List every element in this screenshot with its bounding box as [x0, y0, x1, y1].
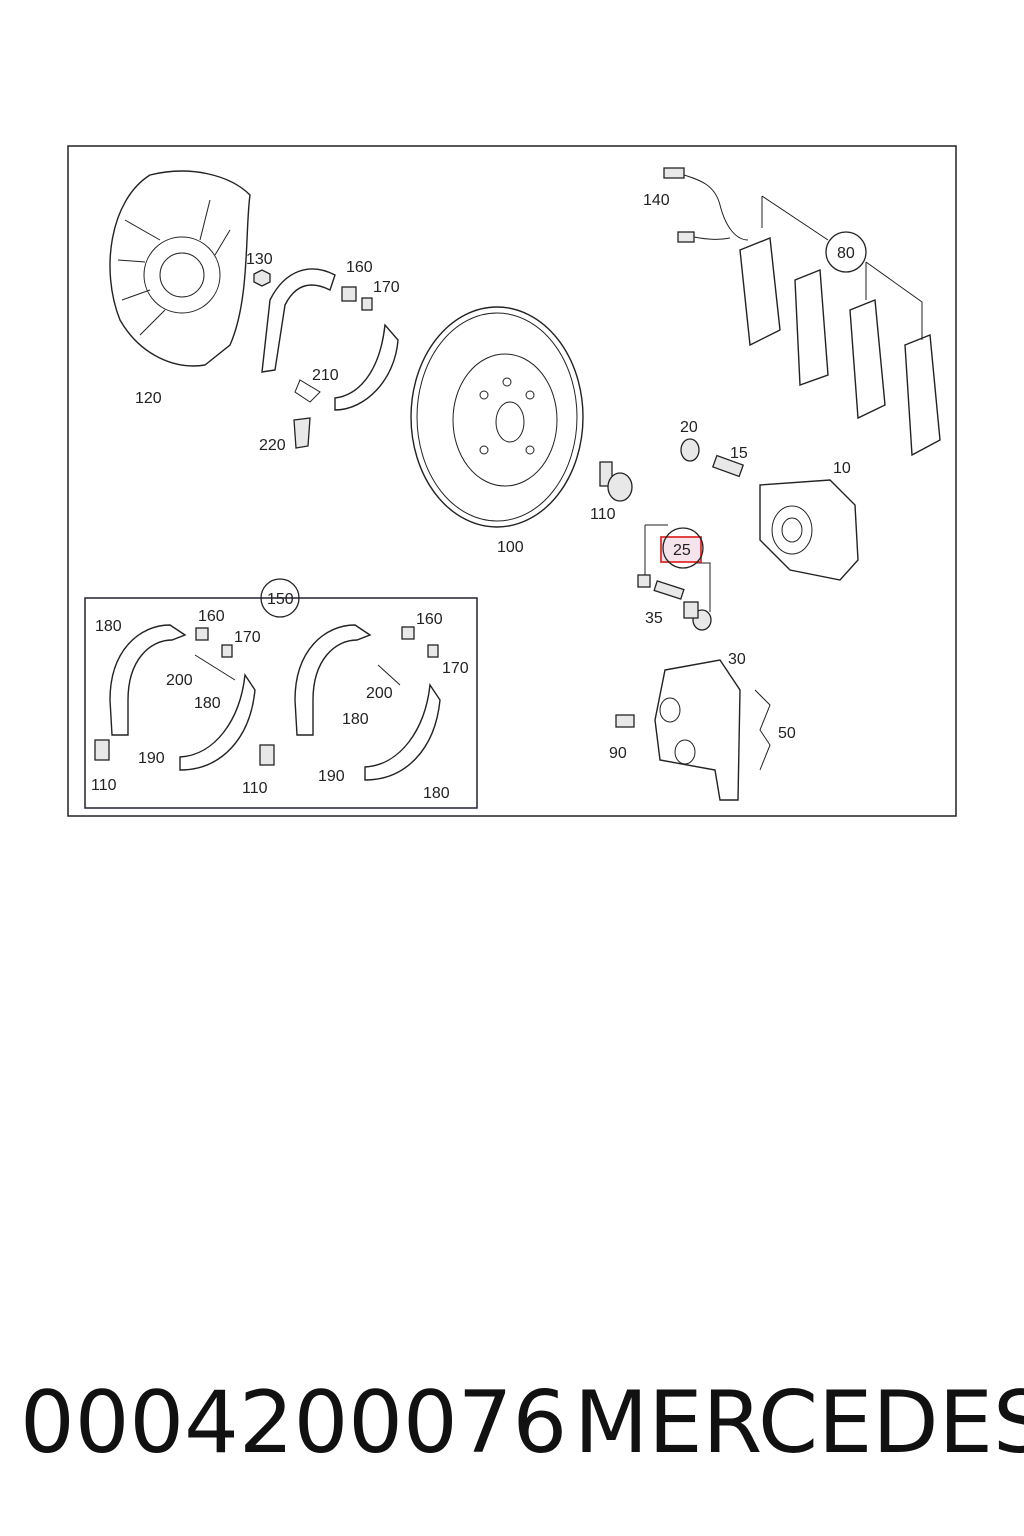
- label-90: 90: [609, 745, 627, 762]
- kit-label-200b: 200: [366, 685, 393, 702]
- part-number: 0004200076: [20, 1373, 568, 1473]
- label-110: 110: [590, 506, 616, 523]
- label-35: 35: [645, 610, 663, 627]
- dust-shield-part: [109, 170, 251, 367]
- parking-shoe-part: [261, 268, 399, 411]
- diagram-frame: [67, 145, 957, 817]
- kit-label-180c: 180: [342, 711, 369, 728]
- kit-label-110a: 110: [91, 777, 117, 794]
- kit-box: [84, 597, 478, 809]
- label-30: 30: [728, 651, 746, 668]
- wear-sensor-part: [663, 167, 749, 243]
- brake-pads-part: [739, 195, 941, 457]
- callout-circle-80: [825, 231, 867, 273]
- callout-circle-25: [662, 527, 704, 569]
- kit-label-160b: 160: [416, 611, 443, 628]
- label-50: 50: [778, 725, 796, 742]
- kit-label-110b: 110: [242, 780, 268, 797]
- kit-label-170a: 170: [234, 629, 261, 646]
- label-130: 130: [246, 251, 273, 268]
- label-100: 100: [497, 539, 524, 556]
- kit-label-160a: 160: [198, 608, 225, 625]
- label-220: 220: [259, 437, 286, 454]
- brand-name: MERCEDES: [574, 1373, 1024, 1473]
- label-150: 150: [267, 591, 294, 608]
- bleeder-parts: [680, 438, 745, 478]
- highlight-box: [660, 536, 702, 563]
- carrier-part: [615, 659, 771, 801]
- caliper-part: [759, 479, 859, 581]
- brake-parts-diagram: 120 130 160 170 210 220 100 140 80 20 15…: [67, 145, 957, 817]
- kit-label-200a: 200: [166, 672, 193, 689]
- brake-disc-part: [410, 306, 584, 528]
- label-140: 140: [643, 192, 670, 209]
- label-210: 210: [312, 367, 339, 384]
- label-10: 10: [833, 460, 851, 477]
- label-120: 120: [135, 390, 162, 407]
- bolt-part: [599, 461, 633, 502]
- kit-label-180d: 180: [423, 785, 450, 802]
- kit-label-180b: 180: [194, 695, 221, 712]
- nut-part: [253, 269, 271, 287]
- guide-pin-parts: [637, 524, 712, 631]
- label-170: 170: [373, 279, 400, 296]
- label-15: 15: [730, 445, 748, 462]
- kit-shoes-part: [94, 624, 441, 781]
- label-160: 160: [346, 259, 373, 276]
- kit-label-170b: 170: [442, 660, 469, 677]
- kit-label-190a: 190: [138, 750, 165, 767]
- kit-label-180a: 180: [95, 618, 122, 635]
- label-20: 20: [680, 419, 698, 436]
- label-25: 25: [673, 542, 691, 559]
- label-80: 80: [837, 245, 855, 262]
- kit-label-190b: 190: [318, 768, 345, 785]
- clip-part: [293, 417, 311, 449]
